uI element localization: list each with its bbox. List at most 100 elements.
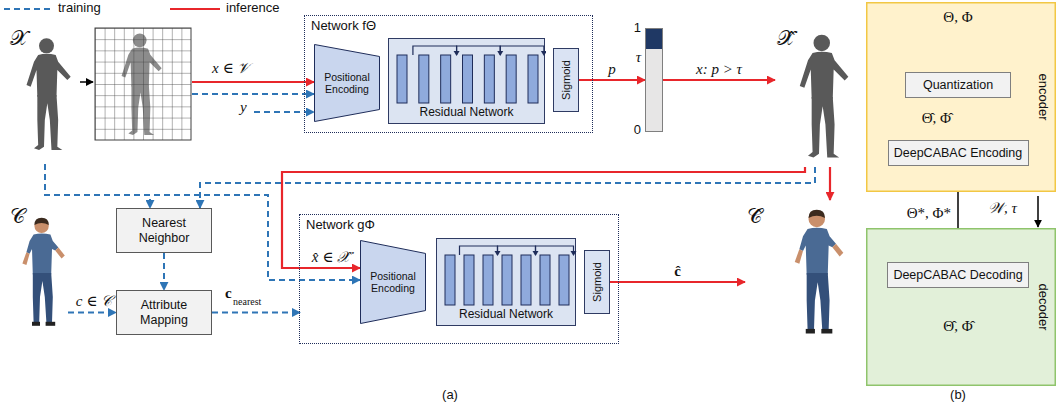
voxel-grid-lines [95, 28, 191, 140]
edge-label: x̂ ∈ 𝒳̂ [312, 249, 350, 266]
skip-connection [498, 246, 536, 255]
residual-layers [437, 239, 577, 307]
box-label: DeepCABAC Decoding [893, 268, 1022, 282]
encoding-label: Positional Encoding [364, 270, 422, 294]
codec-box: Quantization [905, 72, 1011, 98]
codec-box: DeepCABAC Decoding [887, 262, 1029, 288]
figure-label: (b) [950, 388, 966, 403]
process-box: Nearest Neighbor [116, 208, 212, 253]
training-input-arrow [192, 93, 314, 95]
figure-label: 𝒲, τ [988, 200, 1017, 217]
skip-arrowhead [571, 251, 577, 256]
layer-bar [506, 55, 516, 103]
axis-tick: 0 [634, 123, 641, 138]
connector [579, 79, 645, 81]
axis-tick: 1 [634, 21, 641, 36]
connector [212, 312, 300, 314]
colored-point-cloud [22, 218, 64, 326]
set-label: 𝒳̂ [777, 26, 795, 50]
band-label: encoder [1036, 74, 1051, 121]
figure-panel: 𝒞̂ [745, 200, 860, 345]
trapezoid-shape [361, 241, 426, 324]
layer-bar [521, 255, 531, 305]
skip-connection [457, 46, 501, 55]
sigmoid-label: Sigmoid [591, 262, 604, 302]
codec-band: decoder DeepCABAC Decoding [866, 228, 1056, 386]
encoding-label: Positional Encoding [318, 71, 376, 95]
encoding-trapezoid: Positional Encoding [314, 44, 380, 122]
layer-bar [441, 55, 451, 103]
inference-input-arrow [192, 81, 314, 83]
figure-label: nearest [233, 296, 261, 308]
skip-connection [536, 246, 574, 255]
box-label: DeepCABAC Encoding [894, 146, 1023, 160]
threshold-fill [646, 29, 662, 49]
legend-solid-line [170, 8, 220, 10]
edge-label: Θ̂, Φ̂ [922, 110, 951, 127]
sigmoid-label: Sigmoid [560, 60, 573, 100]
residual-block: Residual Network [388, 38, 545, 124]
edge-label: x: p > τ [696, 61, 742, 78]
layer-bar [540, 255, 550, 305]
set-label: 𝒳 [10, 26, 28, 50]
connector [663, 79, 775, 81]
connector [45, 164, 150, 208]
edge-label: Θ*, Φ* [907, 205, 951, 222]
network-title: Network fΘ [311, 19, 376, 34]
probability-bar: 1τ0 [645, 28, 663, 132]
figure-label: x ∈ 𝒱 [212, 60, 249, 77]
voxelize-arrow [80, 81, 93, 83]
codec-band: encoder QuantizationDeepCABAC Encoding [866, 2, 1056, 192]
skip-connection [460, 246, 498, 255]
edge-label: p [608, 61, 616, 78]
band-label: decoder [1036, 284, 1051, 331]
voxel-grid-ground [95, 28, 191, 140]
residual-label: Residual Network [389, 106, 544, 120]
layer-bar [502, 255, 512, 305]
box-label: Attribute Mapping [120, 298, 208, 327]
side-info-arrow [1037, 196, 1039, 227]
sigmoid-box: Sigmoid [553, 48, 579, 112]
layer-bar [559, 255, 569, 305]
point-cloud-silhouette [27, 38, 71, 150]
layer-bar [484, 55, 494, 103]
residual-block: Residual Network [436, 238, 576, 326]
connector [829, 167, 831, 200]
layer-bar [419, 55, 429, 103]
reconstructed-colored-cloud [795, 210, 844, 334]
label-input-arrow [254, 111, 314, 113]
set-label: 𝒞̂ [747, 204, 762, 228]
residual-layers [389, 39, 546, 105]
figure-label: Θ̂, Φ̂ [943, 318, 972, 335]
layer-bar [528, 55, 538, 103]
figure-label: Θ, Φ [943, 9, 972, 26]
connector [610, 281, 745, 283]
skip-arrowhead [541, 51, 546, 56]
sigmoid-box: Sigmoid [584, 250, 610, 314]
layer-bar [445, 255, 455, 305]
legend-dashed-line [4, 8, 52, 10]
reconstructed-silhouette [800, 35, 849, 158]
box-label: Nearest Neighbor [120, 216, 208, 245]
network-box: Network gΦ Positional EncodingResidual Ne… [300, 215, 618, 343]
skip-connection [413, 46, 457, 55]
layer-bar [483, 255, 493, 305]
skip-connection [500, 46, 544, 55]
legend-text: training [58, 1, 101, 16]
layer-bar [397, 55, 407, 103]
box-label: Quantization [923, 78, 993, 92]
encoding-trapezoid: Positional Encoding [360, 240, 426, 324]
codec-box: DeepCABAC Encoding [888, 140, 1029, 166]
figure-panel: 𝒳 [8, 22, 78, 164]
network-box: Network fΘ Positional EncodingResidual Ne… [305, 16, 592, 132]
axis-tick: τ [636, 49, 641, 66]
network-title: Network gΦ [306, 218, 375, 233]
connector [68, 312, 116, 314]
process-box: Attribute Mapping [116, 290, 212, 335]
connector [163, 253, 165, 290]
edge-label: ĉ [674, 263, 681, 280]
residual-label: Residual Network [437, 308, 575, 322]
voxel-grid-border [95, 28, 191, 140]
legend-text: inference [226, 1, 279, 16]
